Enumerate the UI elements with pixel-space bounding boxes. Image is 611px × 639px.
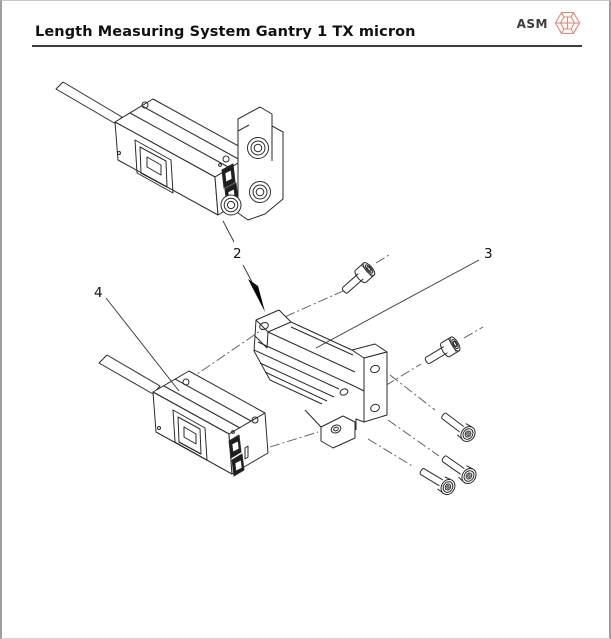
- asm-cube-icon: [554, 9, 581, 37]
- arrow-2: [248, 279, 265, 312]
- brand-logo: ASM: [517, 9, 581, 37]
- screw: [338, 260, 378, 298]
- screw: [437, 408, 479, 445]
- sensor-item-4: [98, 354, 269, 477]
- sensor-2-mounting-bracket: [220, 106, 284, 221]
- callout-2: 2: [222, 220, 265, 312]
- callout-4-label: 4: [94, 285, 103, 301]
- exploded-assembly-diagram: 2: [2, 51, 609, 611]
- title-underline: [32, 45, 582, 47]
- page-title: Length Measuring System Gantry 1 TX micr…: [35, 24, 416, 40]
- callout-3: 3: [315, 246, 493, 349]
- brand-name: ASM: [516, 17, 548, 31]
- callout-4: 4: [94, 285, 180, 392]
- callout-2-label: 2: [233, 246, 242, 262]
- mounting-rail-item-3: [253, 309, 388, 449]
- screw: [416, 463, 459, 498]
- sensor-item-2: [55, 81, 284, 221]
- screw: [421, 334, 463, 369]
- callout-3-label: 3: [484, 246, 493, 262]
- screws-lower: [416, 408, 480, 498]
